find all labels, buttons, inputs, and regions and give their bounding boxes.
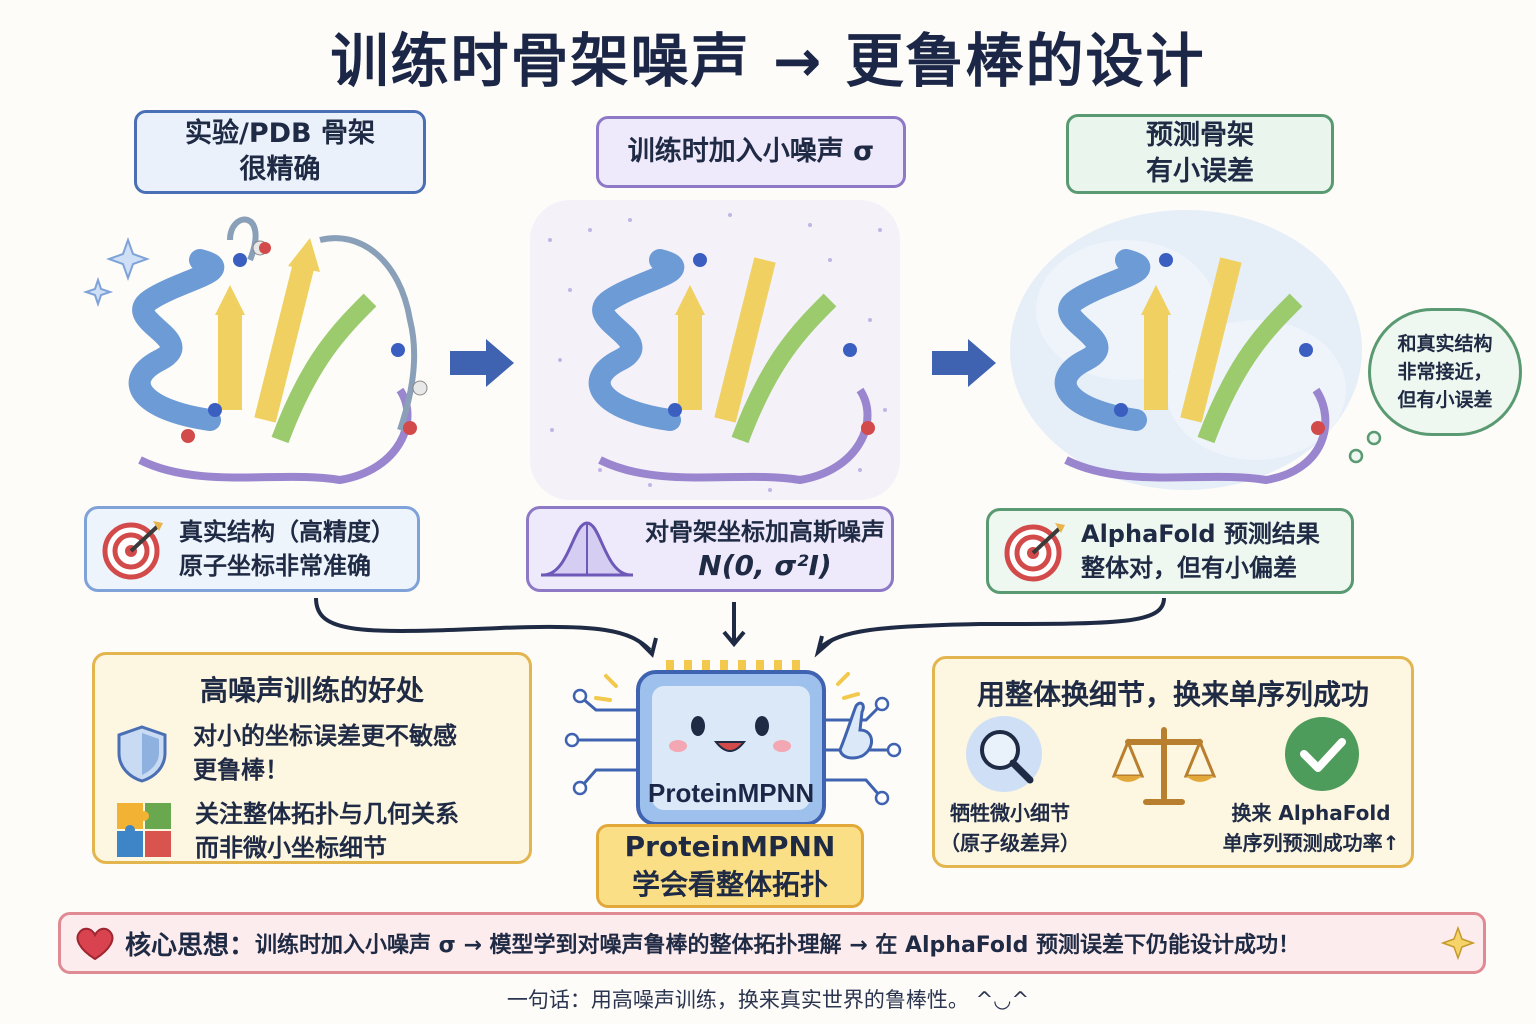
benefits-title: 高噪声训练的好处	[199, 674, 424, 707]
tradeoff-title: 用整体换细节，换来单序列成功	[976, 678, 1369, 711]
arrow-right-icon	[932, 339, 996, 387]
flow-arrows	[314, 597, 1166, 658]
core-text: 训练时加入小噪声 σ → 模型学到对噪声鲁棒的整体拓扑理解 → 在 AlphaF…	[255, 933, 1300, 958]
chip-mascot-icon	[564, 660, 902, 826]
pointing-hand	[838, 701, 873, 760]
benefits-panel: 高噪声训练的好处 对小的坐标误差更不敏感 更鲁棒！ 关注整体拓扑与几何关系 而非…	[92, 652, 532, 864]
magnifier-icon	[966, 716, 1042, 792]
target-icon	[102, 521, 163, 580]
label-line: 有小误差	[1146, 156, 1254, 187]
flow-arrow-left	[314, 597, 652, 652]
desc-predicted: AlphaFold 预测结果 整体对，但有小偏差	[986, 508, 1354, 594]
label-experimental-backbone: 实验/PDB 骨架 很精确	[134, 110, 426, 194]
desc-line: 对骨架坐标加高斯噪声	[645, 518, 885, 546]
benefit-line: 而非微小坐标细节	[195, 834, 387, 862]
strand-green	[731, 293, 837, 444]
loop	[1064, 387, 1330, 485]
check-circle-icon	[1285, 717, 1359, 791]
label-line: 实验/PDB 骨架	[184, 118, 376, 149]
balance-scale-icon	[1111, 727, 1217, 805]
strand-green	[1197, 293, 1303, 444]
desc-gaussian-noise: 对骨架坐标加高斯噪声 N(0, σ²I)	[526, 506, 894, 592]
model-caption: ProteinMPNN 学会看整体拓扑	[596, 824, 864, 908]
tradeoff-line: 单序列预测成功率↑	[1222, 831, 1400, 855]
tradeoff-left: 牺牲微小细节 （原子级差异）	[938, 798, 1082, 858]
core-idea-bar: 核心思想： 训练时加入小噪声 σ → 模型学到对噪声鲁棒的整体拓扑理解 → 在 …	[58, 912, 1486, 974]
helix	[588, 249, 685, 431]
desc-line: 整体对，但有小偏差	[1081, 554, 1297, 582]
tradeoff-line: 牺牲微小细节	[950, 801, 1070, 825]
strand-yellow	[1180, 257, 1242, 423]
bubble-line: 非常接近，	[1397, 361, 1493, 383]
bubble-line: 和真实结构	[1397, 333, 1493, 355]
label-line: 训练时加入小噪声 σ	[627, 136, 875, 167]
protein-structure-clean	[82, 216, 428, 485]
label-predicted-backbone: 预测骨架 有小误差	[1066, 114, 1334, 194]
tradeoff-right: 换来 AlphaFold 单序列预测成功率↑	[1206, 798, 1416, 858]
benefit-line: 更鲁棒！	[193, 756, 289, 784]
benefit-item: 对小的坐标误差更不敏感 更鲁棒！	[115, 719, 529, 787]
desc-line: 真实结构（高精度）	[179, 518, 395, 546]
desc-line: 原子坐标非常准确	[179, 552, 371, 580]
bubble-tail	[1348, 430, 1382, 464]
strand-green	[271, 293, 377, 444]
puzzle-icon	[117, 803, 171, 857]
desc-formula: N(0, σ²I)	[698, 549, 832, 582]
flow-arrow-right	[818, 597, 1166, 650]
sparkle-icon	[1441, 926, 1475, 960]
benefit-line: 对小的坐标误差更不敏感	[193, 722, 457, 750]
label-line: 很精确	[239, 154, 321, 185]
core-label: 核心思想：	[125, 930, 256, 961]
gaussian-curve-icon	[541, 521, 633, 577]
target-icon	[1004, 523, 1065, 582]
sparkle-icon	[82, 237, 150, 308]
desc-experimental: 真实结构（高精度） 原子坐标非常准确	[84, 506, 420, 592]
heart-icon	[76, 927, 114, 961]
strand-yellow	[254, 257, 316, 423]
tradeoff-line: （原子级差异）	[940, 831, 1080, 855]
model-caption-line: 学会看整体拓扑	[631, 868, 828, 901]
chip-label: ProteinMPNN	[648, 778, 815, 808]
desc-line: AlphaFold 预测结果	[1081, 520, 1320, 548]
tradeoff-line: 换来 AlphaFold	[1231, 801, 1391, 825]
helix	[1054, 249, 1151, 431]
footer-summary: 一句话：用高噪声训练，换来真实世界的鲁棒性。 ^◡^	[506, 988, 1030, 1012]
label-noise-training: 训练时加入小噪声 σ	[596, 116, 906, 188]
thought-bubble: 和真实结构 非常接近， 但有小误差	[1368, 308, 1522, 436]
benefit-line: 关注整体拓扑与几何关系	[195, 800, 459, 828]
bubble-line: 但有小误差	[1397, 389, 1493, 411]
protein-structure-noisy	[530, 200, 900, 500]
label-line: 预测骨架	[1146, 120, 1254, 151]
arrow-right-icon	[450, 339, 514, 387]
benefit-item: 关注整体拓扑与几何关系 而非微小坐标细节	[115, 797, 529, 865]
helix	[128, 249, 225, 431]
strand-yellow	[714, 257, 776, 423]
protein-structure-predicted	[1010, 210, 1362, 490]
page-title: 训练时骨架噪声 → 更鲁棒的设计	[330, 27, 1206, 95]
model-caption-line: ProteinMPNN	[624, 830, 836, 863]
shield-icon	[117, 725, 167, 783]
